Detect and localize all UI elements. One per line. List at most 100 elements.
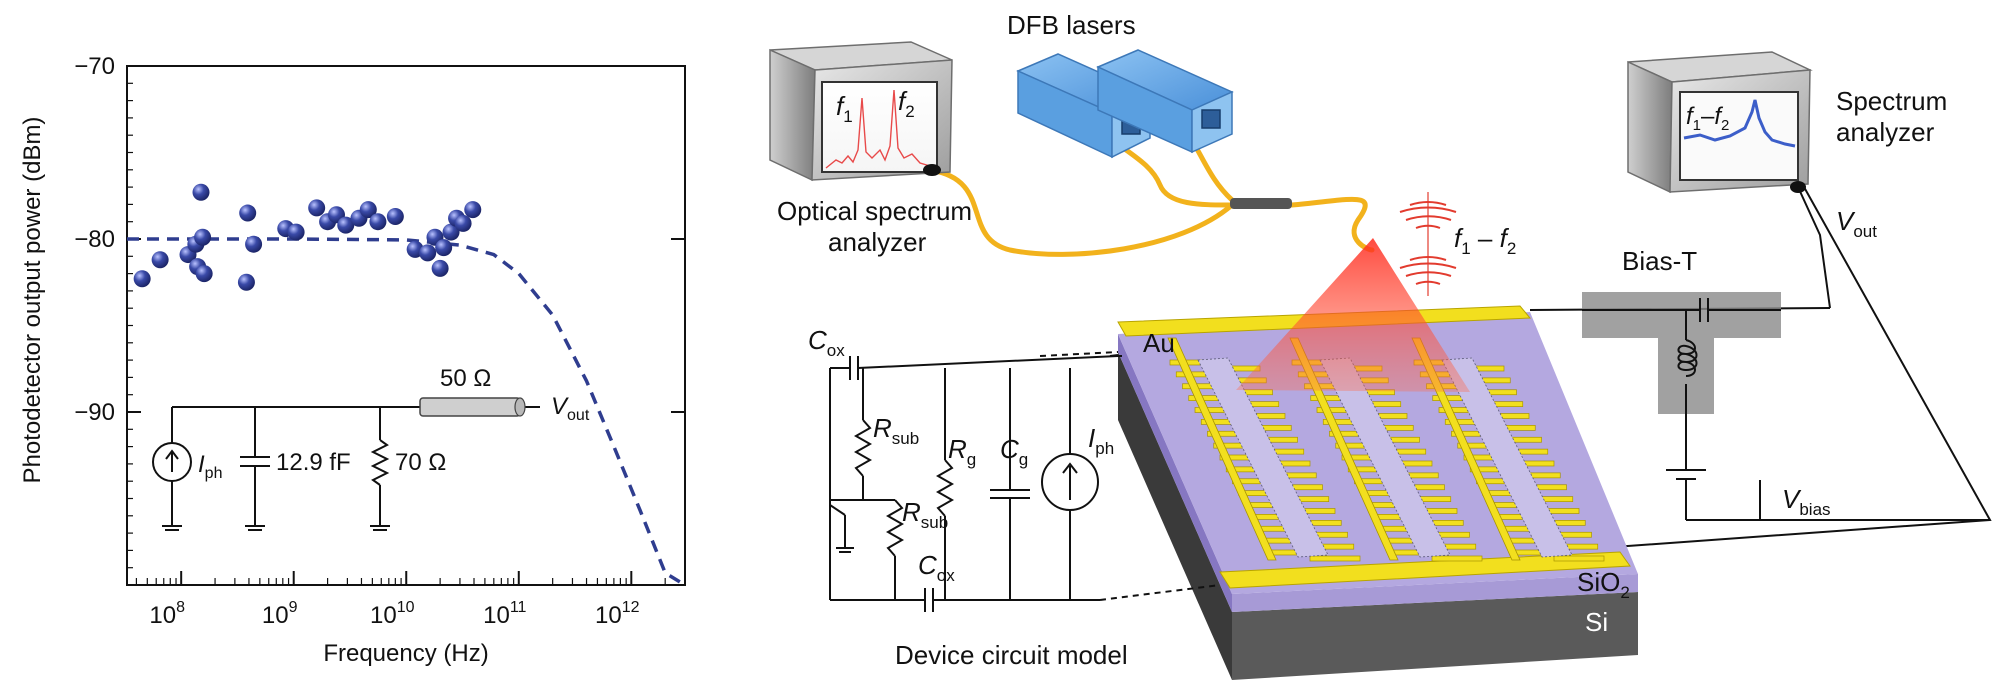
beat-dash: – <box>1471 223 1500 253</box>
beat-b-main: f <box>1500 223 1510 253</box>
cg-sub: g <box>1019 450 1028 469</box>
laser-beam-cone <box>1236 238 1470 392</box>
data-point <box>287 223 305 241</box>
inset-vout-sub: out <box>567 407 590 424</box>
sa-screen-b-sub: 2 <box>1721 117 1729 134</box>
bias-tee <box>1582 292 1781 521</box>
sa-label-line1: Spectrum <box>1836 86 1947 116</box>
model-response-curve <box>127 237 683 585</box>
beat-signal-wavelet <box>1399 192 1457 296</box>
osa-label-line2: analyzer <box>828 227 927 257</box>
y-tick-label: −80 <box>74 226 115 253</box>
x-tick-exponent: 12 <box>622 599 640 616</box>
rsub1-main: R <box>873 413 892 443</box>
vbias-main: V <box>1782 484 1802 514</box>
sio2-front <box>1232 574 1638 612</box>
optical-spectrum-analyzer <box>769 41 953 182</box>
bias-tee-inductor <box>1677 339 1698 377</box>
cox-bottom-sub: ox <box>937 566 955 585</box>
vout-main: V <box>1836 206 1856 236</box>
finger-electrode-right <box>1431 555 1483 562</box>
sio2-main: SiO <box>1577 567 1620 597</box>
y-tick-label: −90 <box>74 399 115 426</box>
sa-label-line2: analyzer <box>1836 117 1935 147</box>
x-tick-base: 10 <box>370 602 397 629</box>
fiber-coupler <box>1230 198 1292 209</box>
rg-main: R <box>948 434 967 464</box>
x-tick-label: 1011 <box>483 599 526 629</box>
finger-electrode-right <box>1309 555 1361 562</box>
graphene-strip <box>1441 357 1573 558</box>
inset-shunt-resistance-label: 70 Ω <box>395 449 446 476</box>
rsub-resistor-1 <box>853 419 873 477</box>
osa-f1-main: f <box>836 91 846 121</box>
inset-vout-main: V <box>551 393 569 420</box>
data-point <box>454 214 472 232</box>
iph-label: Iph <box>1088 423 1114 458</box>
cox-top-main: C <box>808 325 827 355</box>
osa-screen <box>821 81 938 173</box>
bus-electrode <box>1167 337 1277 561</box>
graphene-channels <box>1197 357 1573 558</box>
inset-capacitance-label: 12.9 fF <box>276 449 351 476</box>
iph-sub: ph <box>1095 439 1114 458</box>
plot-frame <box>126 65 686 586</box>
data-points-layer <box>133 183 482 291</box>
rg-resistor <box>935 459 955 517</box>
data-point <box>151 251 169 269</box>
vbias-label: Vbias <box>1782 484 1831 519</box>
load-resistor-block <box>419 397 521 417</box>
inset-iph-main: I <box>198 451 205 478</box>
data-point <box>337 216 355 234</box>
sa-screen-dash: – <box>1701 103 1715 130</box>
cox-top-label: Cox <box>808 325 845 360</box>
data-point <box>419 244 437 262</box>
device-circuit-model <box>829 351 1221 612</box>
data-point <box>195 265 213 283</box>
data-point <box>435 239 453 257</box>
rsub2-sub: sub <box>921 513 948 532</box>
data-point <box>308 199 326 217</box>
osa-f1-label: f1 <box>836 91 853 126</box>
sa-screen-a-main: f <box>1686 103 1695 130</box>
sio2-sub: 2 <box>1620 583 1629 602</box>
sio2-label: SiO2 <box>1577 567 1630 602</box>
data-point <box>192 183 210 201</box>
dfb-lasers-label: DFB lasers <box>1007 10 1136 40</box>
cox-top-sub: ox <box>827 341 845 360</box>
data-point <box>442 223 460 241</box>
osa-f2-label: f2 <box>898 86 915 121</box>
x-tick-exponent: 8 <box>176 599 185 616</box>
si-substrate-side <box>1118 352 1232 680</box>
spectrum-analyzer <box>1627 51 1813 194</box>
au-label: Au <box>1143 328 1175 358</box>
rsub1-label: Rsub <box>873 413 919 448</box>
load-resistor-end <box>514 397 526 417</box>
osa-f2-sub: 2 <box>905 102 914 121</box>
inset-vout-label: Vout <box>551 393 590 424</box>
vout-label: Vout <box>1836 206 1877 241</box>
rsub2-label: Rsub <box>902 497 948 532</box>
load-resistance-label: 50 Ω <box>440 365 491 392</box>
x-tick-label: 1010 <box>370 599 415 629</box>
sa-screen-b-main: f <box>1714 103 1723 130</box>
beat-b-sub: 2 <box>1507 239 1516 258</box>
rg-label: Rg <box>948 434 976 469</box>
cox-bottom-label: Cox <box>918 550 955 585</box>
sa-spectrum-trace <box>1683 99 1796 148</box>
rsub2-main: R <box>902 497 921 527</box>
inset-iph-sub: ph <box>205 465 223 482</box>
x-tick-label: 108 <box>149 599 185 629</box>
x-axis-label: Frequency (Hz) <box>323 640 488 667</box>
circuit-model-caption: Device circuit model <box>895 640 1128 670</box>
device-chip <box>1117 238 1638 680</box>
data-point <box>239 204 257 222</box>
sa-screen-a-sub: 1 <box>1693 117 1701 134</box>
rsub-resistor-2 <box>885 499 905 557</box>
data-point <box>194 228 212 246</box>
y-tick-label: −70 <box>74 53 115 80</box>
sa-screen-label: f1–f2 <box>1686 103 1729 134</box>
